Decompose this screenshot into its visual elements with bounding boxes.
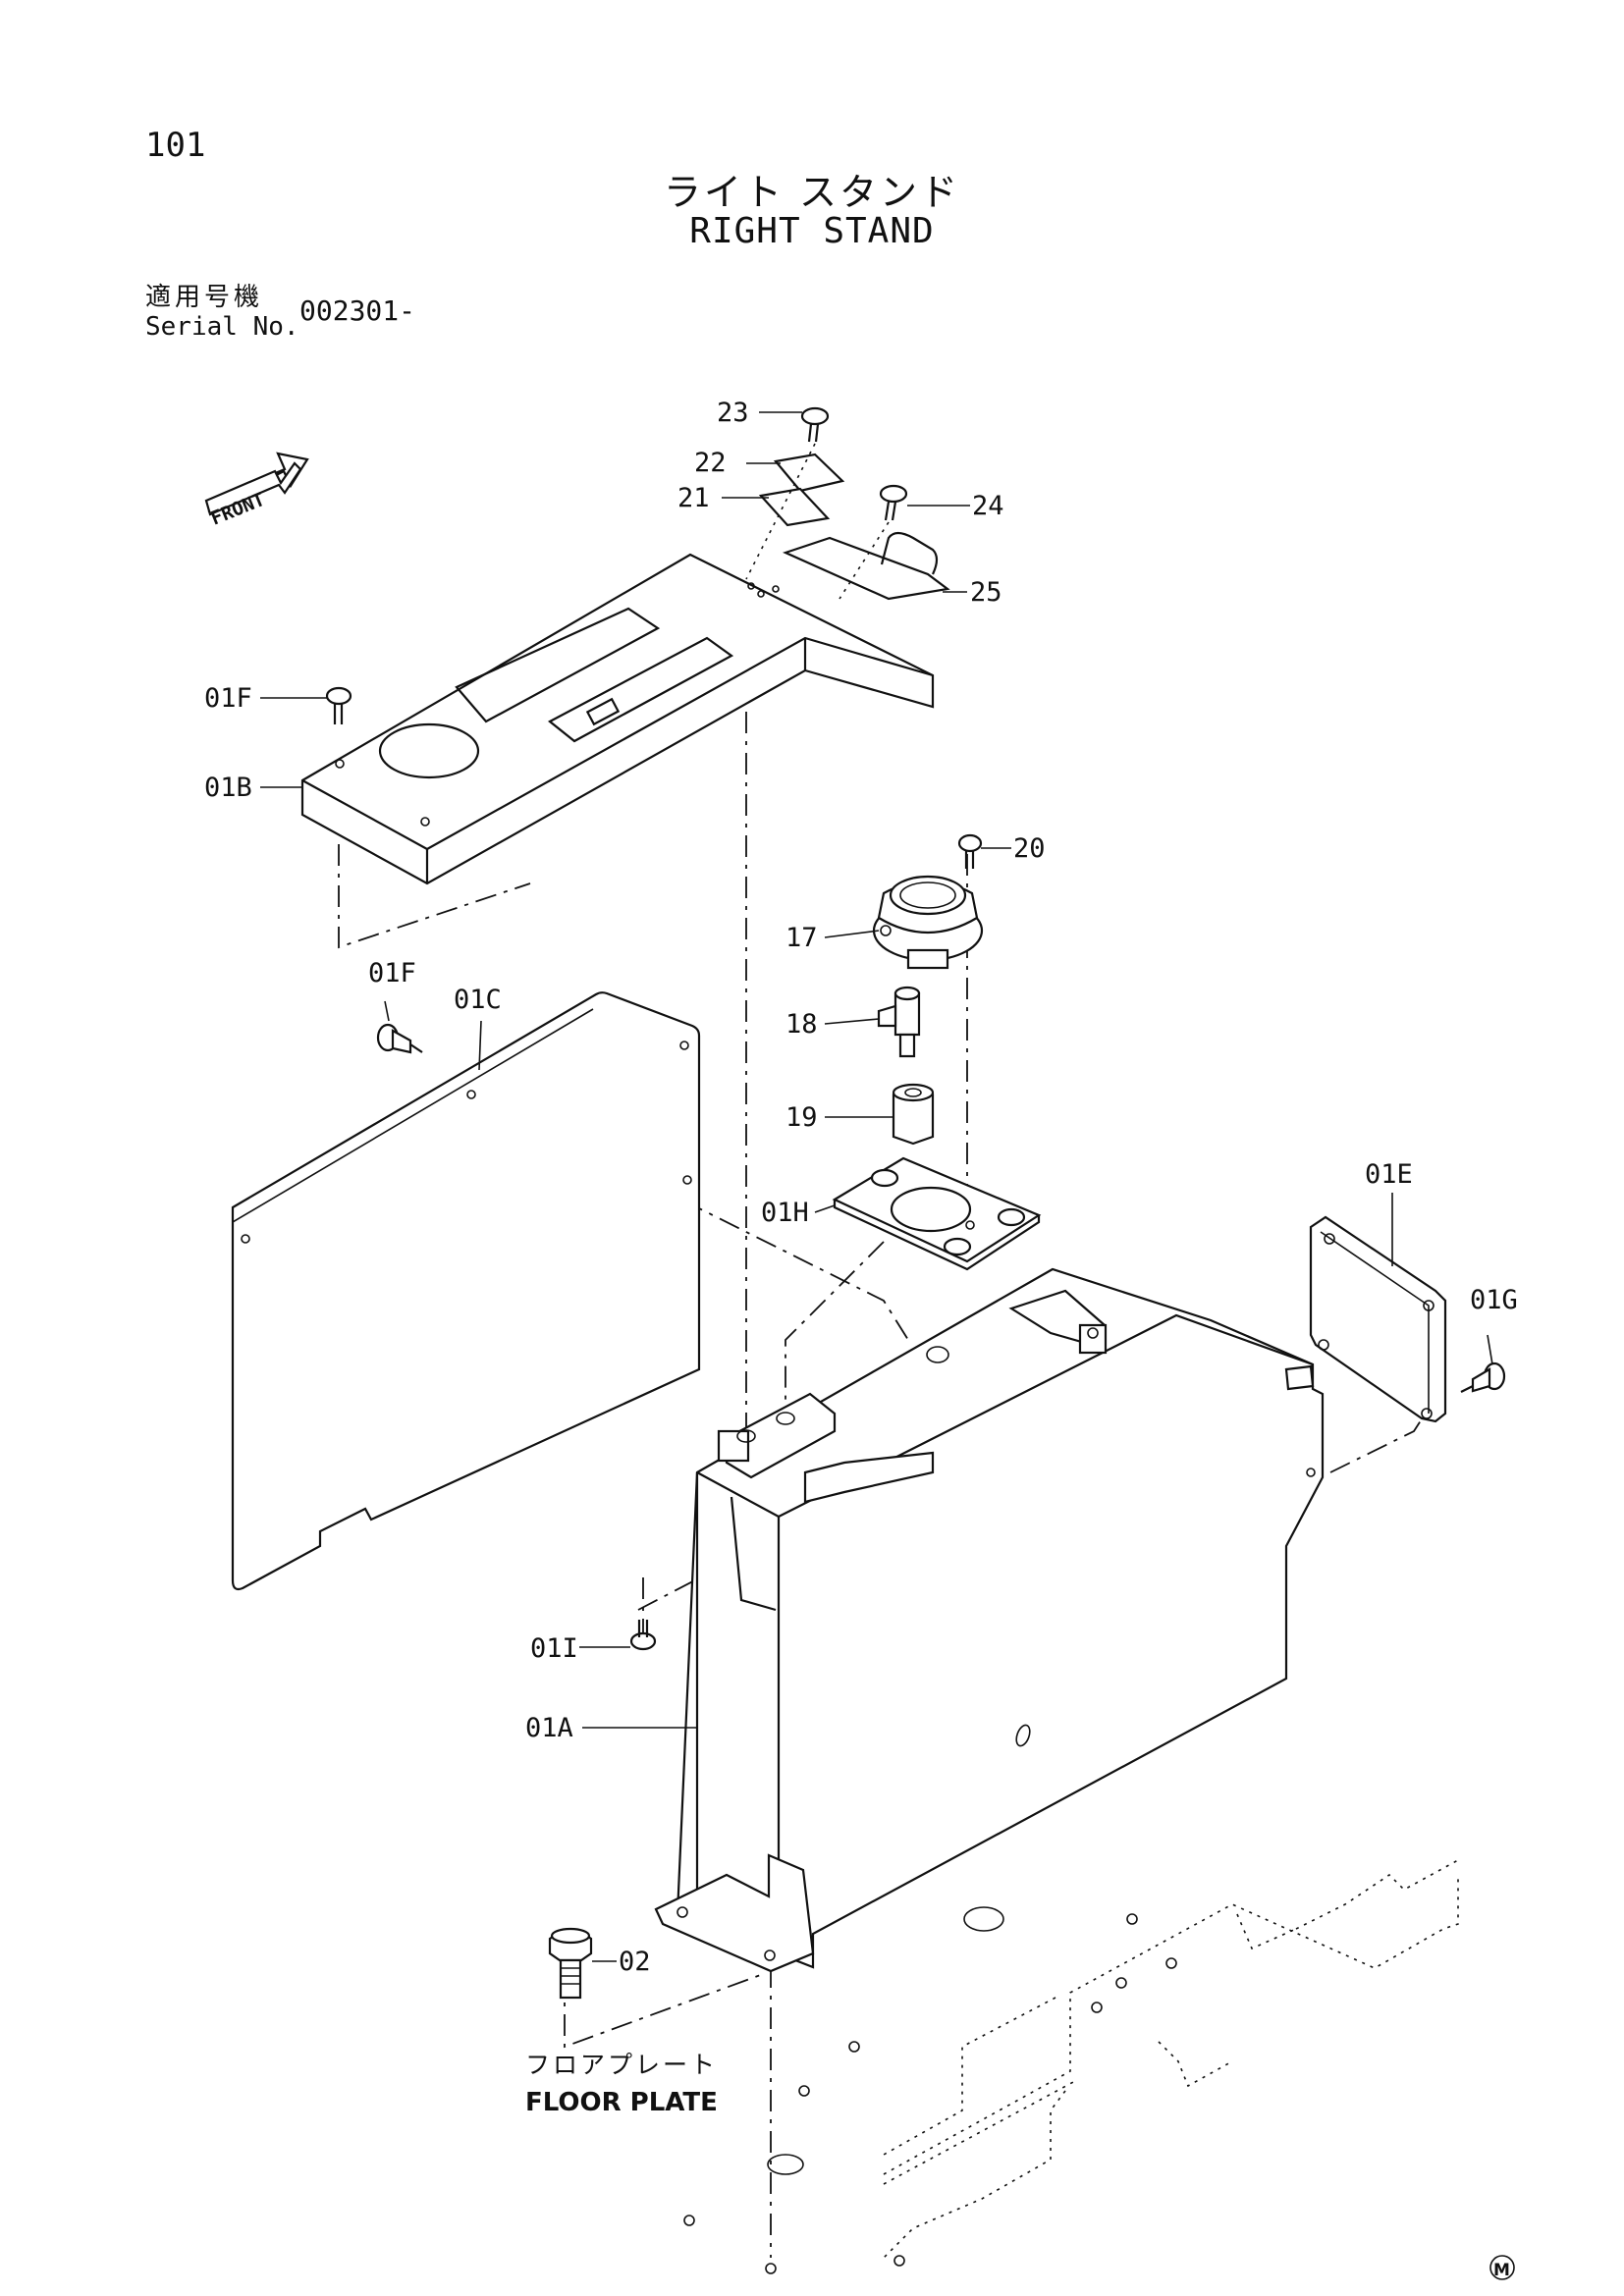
title-english: RIGHT STAND — [689, 211, 935, 251]
callout-01F-side: 01F — [368, 958, 416, 988]
callout-01I: 01I — [530, 1633, 578, 1664]
bolt-01G — [1460, 1362, 1506, 1393]
plate-21 — [758, 487, 831, 527]
bolt-01I — [629, 1620, 657, 1651]
callout-02: 02 — [619, 1947, 651, 1977]
svg-text:M: M — [1493, 2261, 1510, 2280]
callout-01F-top: 01F — [204, 683, 252, 714]
callout-17: 17 — [785, 923, 818, 953]
serial-number-value: 002301- — [299, 294, 416, 327]
page-number: 101 — [145, 126, 206, 165]
callout-20: 20 — [1013, 833, 1046, 864]
callout-01C: 01C — [454, 985, 502, 1015]
bolt-01F-top — [325, 686, 352, 724]
floor-plate-label-japanese: フロアプレート — [525, 2051, 718, 2079]
stand-box-01A — [654, 1267, 1325, 1973]
callout-19: 19 — [785, 1102, 818, 1133]
callout-01B: 01B — [204, 773, 252, 803]
bolt-01F-side — [376, 1023, 423, 1054]
screw-20 — [957, 833, 983, 869]
screw-24 — [879, 484, 908, 521]
serial-label-english: Serial No. — [145, 312, 299, 342]
title-japanese: ライト スタンド — [663, 171, 961, 214]
callout-24: 24 — [972, 491, 1004, 521]
leader-lines — [260, 411, 1493, 1962]
side-panel-01C — [231, 991, 701, 1591]
m-mark-icon: M — [1489, 2255, 1515, 2280]
cover-plate-01E — [1309, 1215, 1447, 1423]
bracket-plate-01H — [832, 1156, 1042, 1271]
callout-18: 18 — [785, 1009, 818, 1040]
callout-01E: 01E — [1365, 1159, 1413, 1190]
callout-23: 23 — [717, 398, 749, 428]
front-arrow-icon: FRONT — [204, 452, 309, 530]
callout-21: 21 — [677, 483, 710, 513]
callout-01A: 01A — [525, 1713, 573, 1743]
floor-plate — [683, 1859, 1459, 2274]
bracket-25 — [782, 531, 950, 601]
plate-22 — [773, 453, 845, 493]
floor-plate-label-english: FLOOR PLATE — [525, 2088, 718, 2117]
top-cover-plate-01B — [300, 553, 935, 885]
screw-23 — [800, 406, 830, 443]
serial-label-japanese: 適用号機 — [145, 283, 264, 312]
callout-01G: 01G — [1470, 1285, 1518, 1315]
callout-22: 22 — [694, 448, 727, 478]
fitting-18 — [877, 986, 921, 1058]
lamp-17 — [872, 875, 984, 970]
callout-01H: 01H — [761, 1198, 809, 1228]
hex-nut-19 — [892, 1083, 935, 1146]
bolt-02 — [548, 1927, 593, 2000]
callout-25: 25 — [970, 577, 1002, 608]
